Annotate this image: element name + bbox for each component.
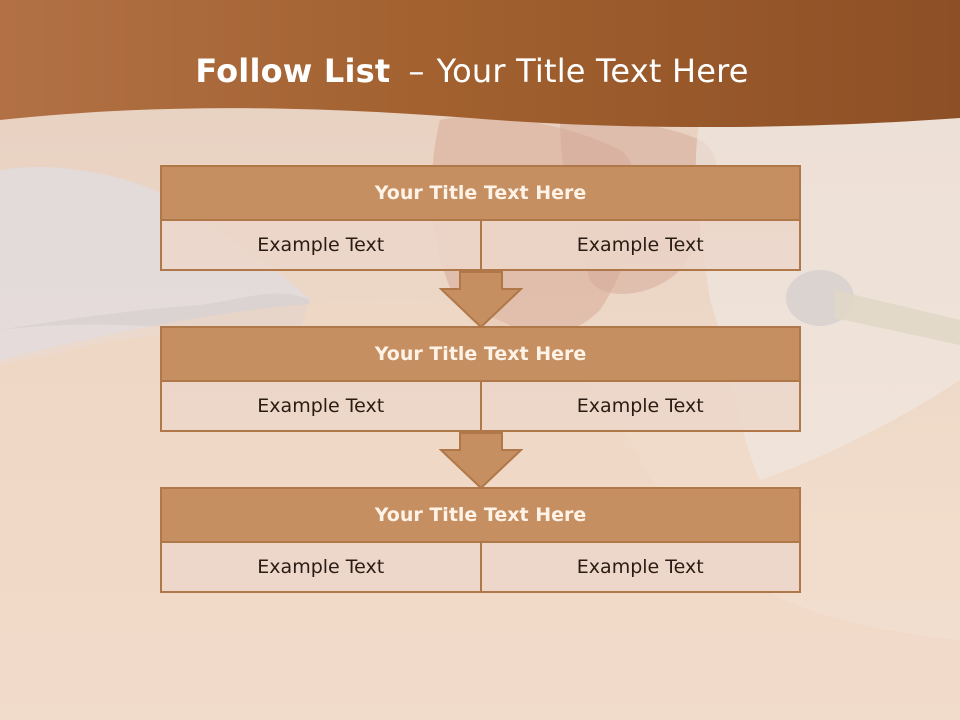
block-row: Example Text Example Text (160, 543, 801, 593)
block-cell-right: Example Text (481, 543, 801, 593)
down-arrow-icon (439, 432, 523, 490)
block-title: Your Title Text Here (160, 326, 801, 382)
list-block-1: Your Title Text Here Example Text Exampl… (160, 165, 801, 271)
header-band (0, 0, 960, 128)
block-title: Your Title Text Here (160, 487, 801, 543)
list-block-3: Your Title Text Here Example Text Exampl… (160, 487, 801, 593)
list-block-2: Your Title Text Here Example Text Exampl… (160, 326, 801, 432)
slide-title: Follow List–Your Title Text Here (0, 52, 944, 90)
block-row: Example Text Example Text (160, 221, 801, 271)
slide-title-bold: Follow List (195, 52, 391, 90)
down-arrow-icon (439, 271, 523, 329)
block-cell-left: Example Text (160, 221, 482, 271)
block-cell-right: Example Text (481, 382, 801, 432)
slide-title-rest: Your Title Text Here (436, 52, 749, 90)
block-cell-left: Example Text (160, 543, 482, 593)
block-row: Example Text Example Text (160, 382, 801, 432)
slide-title-dash: – (408, 52, 425, 90)
block-cell-right: Example Text (481, 221, 801, 271)
block-cell-left: Example Text (160, 382, 482, 432)
block-title: Your Title Text Here (160, 165, 801, 221)
